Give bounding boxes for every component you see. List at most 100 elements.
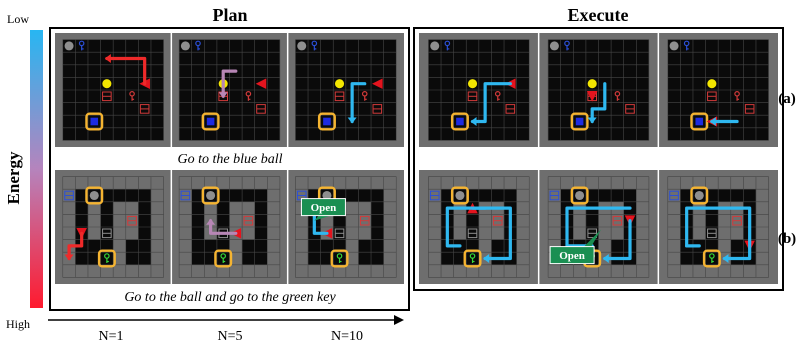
grid-wall [229,176,243,190]
grid-wall [204,176,217,190]
callout-pointer [568,229,602,263]
grid-wall [611,227,624,240]
grid-wall [453,264,467,278]
grid-wall [113,239,126,253]
callout-pointer [314,214,334,221]
grid-wall [755,264,769,278]
grey-ball [322,190,332,201]
grid-wall [229,264,243,278]
grid-wall [453,214,467,227]
grid-wall [267,189,280,202]
trajectory-line [590,82,607,124]
grid-wall [636,227,649,240]
grid-wall [718,239,731,253]
grey-ball [430,41,440,51]
grey-ball [180,41,190,51]
grid-wall [441,176,454,190]
grid-wall [548,227,561,240]
grid-wall [371,264,384,278]
row-tag-b: (b) [778,231,796,247]
grid-wall [667,264,681,278]
grid-wall [150,189,164,202]
target-highlight [85,112,104,131]
grid-wall [478,264,492,278]
target-highlight [570,186,589,205]
target-highlight [97,249,116,268]
grid-wall [573,227,586,240]
grid-wall [87,214,101,227]
grid-wall [267,201,280,215]
grid-wall [636,239,649,253]
grid-wall [62,201,76,215]
grid-wall [138,176,151,190]
trajectory-line [470,82,512,124]
yellow-ball [587,79,597,89]
grid-wall [113,176,126,190]
grid-wall [611,264,624,278]
grid-wall [598,264,612,278]
grid-wall [204,264,217,278]
plan-title: Plan [212,5,247,25]
grid-wall [478,176,492,190]
trajectory-line [209,219,238,235]
grid-wall [267,214,280,227]
energy-low-label: Low [7,12,29,26]
grey-ball [694,190,704,201]
grid-wall [516,176,530,190]
n-label-3: N=10 [331,329,363,344]
grid-wall [516,227,530,240]
grid-wall [75,264,88,278]
target-highlight [317,112,336,131]
plan-frame [49,27,410,311]
grid-wall [636,214,649,227]
grid-wall [755,176,769,190]
callout-open-label: Open [311,202,337,214]
trajectory-arrowhead [709,117,716,126]
grid-wall [611,176,624,190]
trajectory-arrowhead [206,218,216,225]
grid-wall [295,239,309,253]
callout-open-label: Open [559,250,585,262]
grid-wall [254,264,268,278]
yellow-ball [467,79,478,89]
grid-wall [179,239,192,253]
grid-wall [345,227,359,240]
grid-wall [242,227,255,240]
grid-wall [383,214,397,227]
grid-wall [204,201,217,215]
trajectory-line [105,56,147,86]
grid-wall [755,201,769,215]
grid-wall [755,227,769,240]
grid-wall [345,239,359,253]
trajectory-arrowhead [218,92,228,99]
grid-wall [125,176,139,190]
trajectory-line [221,69,238,98]
grid-wall [179,264,192,278]
grid-wall [636,176,649,190]
grid-wall [548,201,561,215]
grid-wall [242,201,255,215]
grid-wall [718,227,731,240]
trajectory-arrowhead [470,117,477,126]
target-highlight [463,249,482,268]
grid-wall [150,227,164,240]
trajectory-line [565,206,632,248]
grid-wall [692,227,706,240]
grid-wall [113,214,126,227]
grid-wall [598,214,612,227]
grid-wall [295,252,309,265]
blue-ball [323,117,331,126]
grid-wall [295,264,309,278]
grid-wall [718,176,731,190]
grid-wall [636,264,649,278]
grid-wall [320,176,334,190]
grid-wall [428,264,442,278]
agent-triangle [255,78,267,89]
grid-wall [504,176,517,190]
execute-title: Execute [568,5,629,25]
grid-wall [100,264,114,278]
grid-wall [573,264,586,278]
trajectory-arrowhead [64,254,74,261]
grid-wall [254,176,268,190]
grid-wall [667,252,681,265]
